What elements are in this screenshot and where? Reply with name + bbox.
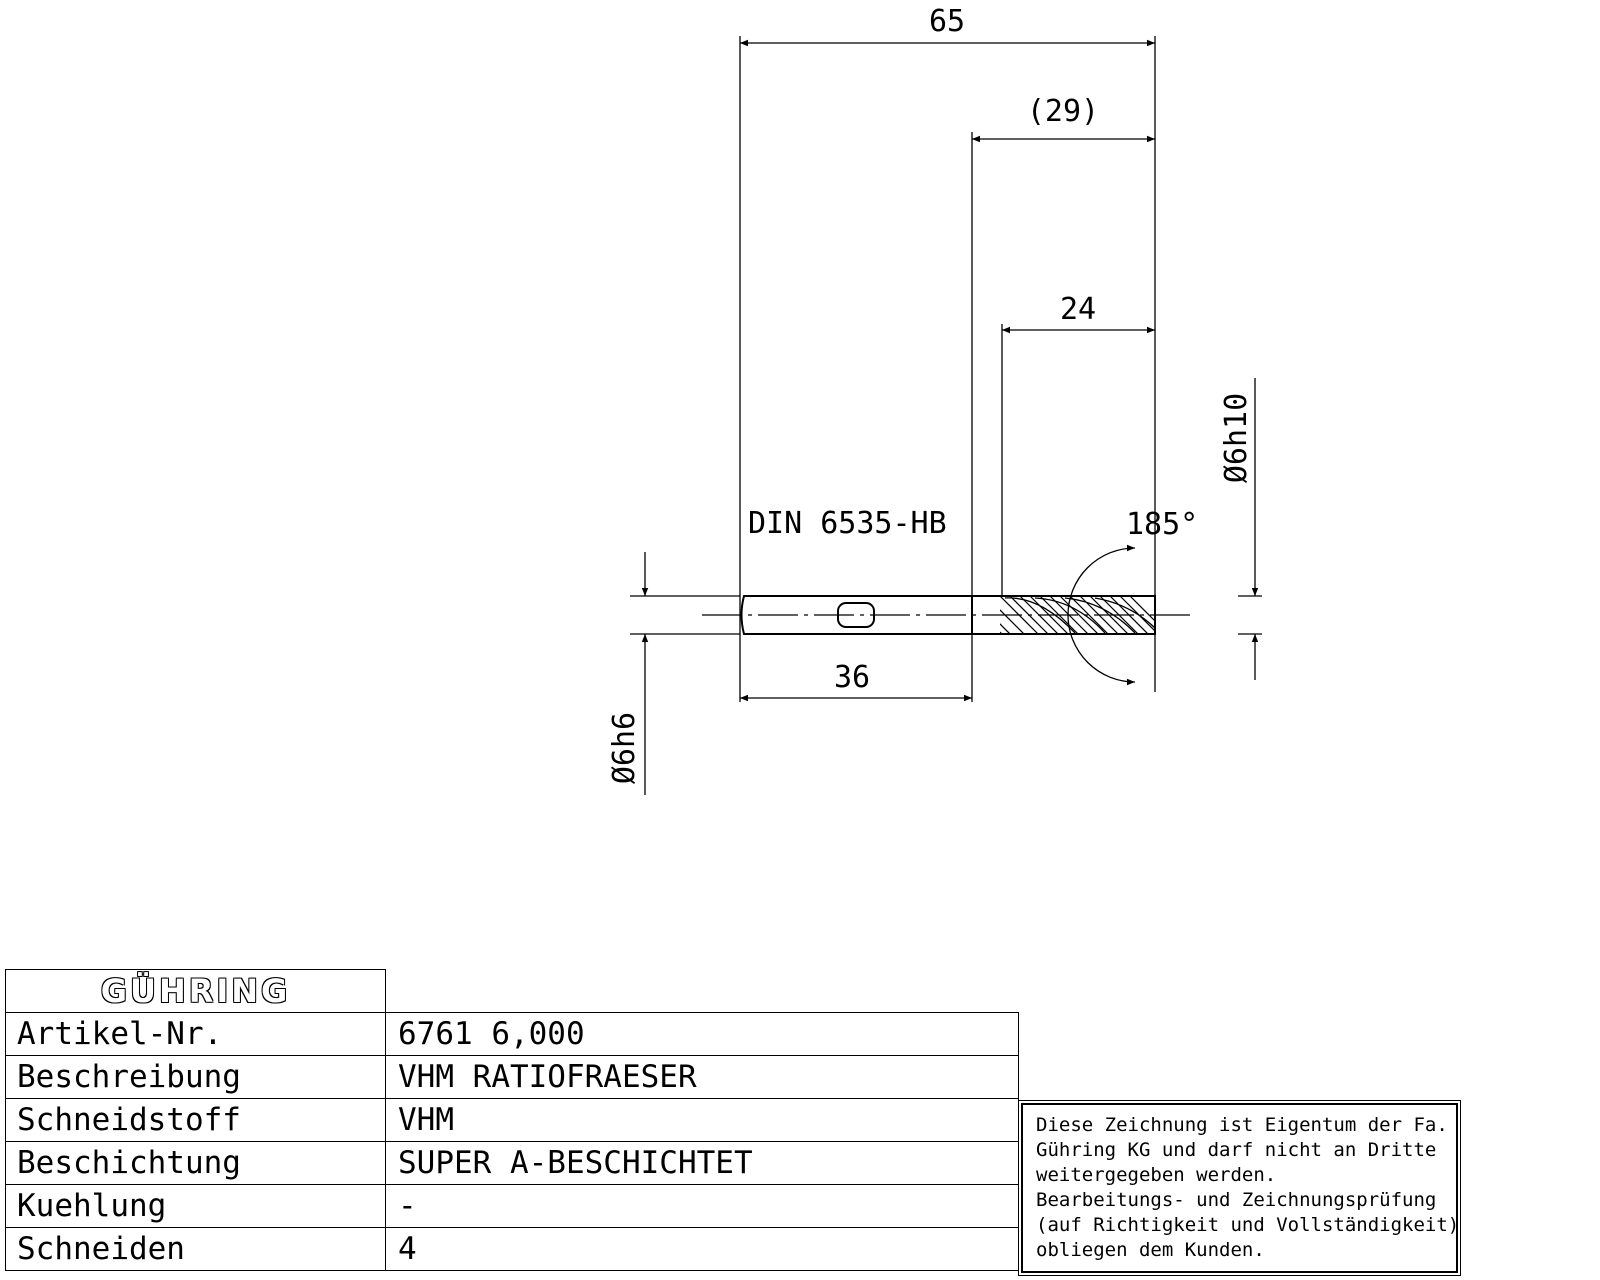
row-value: 6761 6,000 xyxy=(385,1012,1019,1056)
row-key: Kuehlung xyxy=(5,1184,386,1228)
dim-point-angle: 185° xyxy=(1067,507,1198,686)
row-key: Artikel-Nr. xyxy=(5,1012,386,1056)
dim-point-angle-label: 185° xyxy=(1126,507,1198,542)
extension-lines xyxy=(630,36,1262,702)
dim-overall-length-label: 65 xyxy=(929,4,965,39)
title-block: GÜHRING Artikel-Nr. 6761 6,000 Beschreib… xyxy=(5,969,1019,1271)
dim-cutting-diameter: Ø6h10 xyxy=(1219,378,1259,680)
dim-shank-diameter: Ø6h6 xyxy=(607,552,649,795)
row-key: Schneidstoff xyxy=(5,1098,386,1142)
notice-line: Gühring KG und darf nicht an Dritte xyxy=(1036,1139,1437,1161)
table-row: Artikel-Nr. 6761 6,000 xyxy=(5,1012,1019,1056)
dim-cutting-length: 24 xyxy=(1002,292,1155,334)
tool-outline xyxy=(740,595,1156,635)
dim-shank-length-label: 36 xyxy=(834,660,870,695)
ownership-notice: Diese Zeichnung ist Eigentum der Fa. Güh… xyxy=(1018,1100,1461,1276)
tool-drawing: 65 (29) 24 36 Ø6h10 Ø6h6 DIN 6535-HB 185… xyxy=(607,4,1262,795)
row-key: Schneiden xyxy=(5,1227,386,1271)
table-row: Schneiden 4 xyxy=(5,1227,1019,1271)
notice-line: obliegen dem Kunden. xyxy=(1036,1239,1265,1261)
row-key: Beschreibung xyxy=(5,1055,386,1099)
table-row: Beschichtung SUPER A-BESCHICHTET xyxy=(5,1141,1019,1185)
dim-shank-diameter-label: Ø6h6 xyxy=(607,712,642,784)
row-key: Beschichtung xyxy=(5,1141,386,1185)
dim-overall-length: 65 xyxy=(740,4,1155,47)
table-row: Schneidstoff VHM xyxy=(5,1098,1019,1142)
row-value: SUPER A-BESCHICHTET xyxy=(385,1141,1019,1185)
row-value: VHM RATIOFRAESER xyxy=(385,1055,1019,1099)
dim-flute-reference-label: (29) xyxy=(1027,94,1099,129)
notice-line: Bearbeitungs- und Zeichnungsprüfung xyxy=(1036,1189,1437,1211)
row-value: - xyxy=(385,1184,1019,1228)
row-value: VHM xyxy=(385,1098,1019,1142)
dim-flute-reference: (29) xyxy=(972,94,1155,143)
dim-cutting-length-label: 24 xyxy=(1060,292,1096,327)
table-row: Beschreibung VHM RATIOFRAESER xyxy=(5,1055,1019,1099)
title-block-logo-row: GÜHRING xyxy=(5,969,1019,1013)
notice-line: Diese Zeichnung ist Eigentum der Fa. xyxy=(1036,1114,1448,1136)
clamping-flat xyxy=(837,602,875,628)
flute-hatching xyxy=(1000,596,1154,633)
tool-body xyxy=(702,595,1195,635)
dim-shank-length: 36 xyxy=(740,660,972,702)
guehring-logo: GÜHRING xyxy=(5,969,386,1013)
table-row: Kuehlung - xyxy=(5,1184,1019,1228)
notice-line: weitergegeben werden. xyxy=(1036,1164,1277,1186)
dim-cutting-diameter-label: Ø6h10 xyxy=(1219,393,1254,483)
row-value: 4 xyxy=(385,1227,1019,1271)
standard-label: DIN 6535-HB xyxy=(748,506,947,541)
notice-line: (auf Richtigkeit und Vollständigkeit) xyxy=(1036,1214,1460,1236)
